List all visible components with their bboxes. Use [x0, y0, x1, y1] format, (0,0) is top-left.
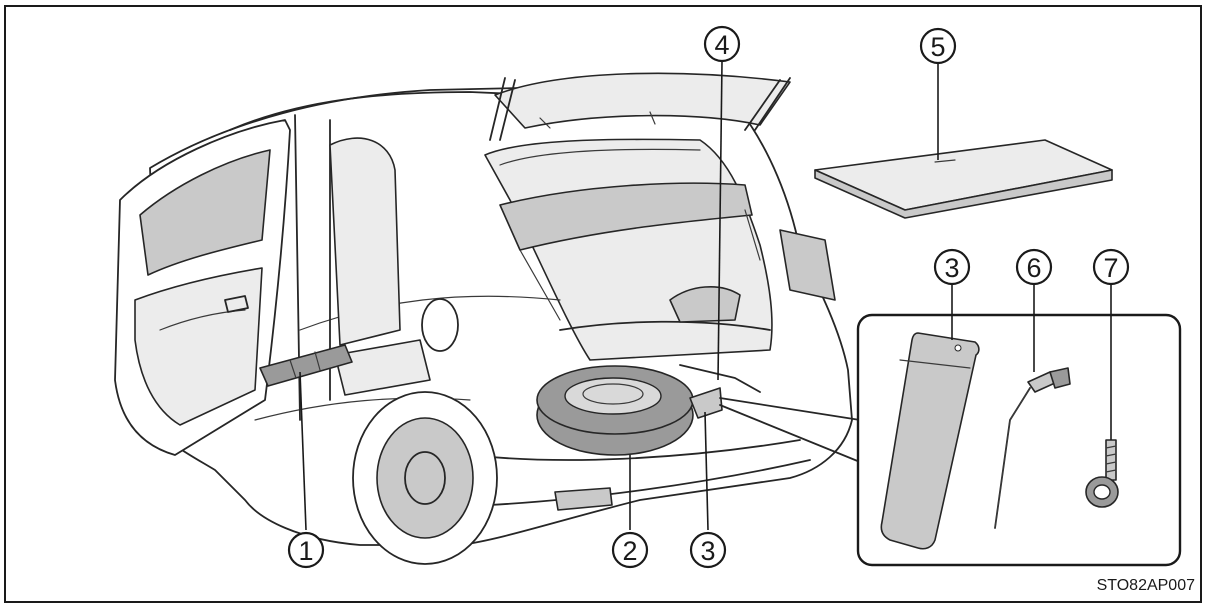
callout-label: 5 [930, 32, 945, 62]
leader-4 [717, 61, 723, 381]
callout-label: 7 [1103, 253, 1118, 283]
callout-7: 7 [1092, 248, 1130, 286]
callout-label: 2 [622, 536, 637, 566]
callout-label: 3 [944, 253, 959, 283]
reference-code: STO82AP007 [1097, 577, 1196, 594]
callout-1: 1 [287, 531, 325, 569]
callout-6: 6 [1015, 248, 1053, 286]
zoom-line-top [719, 397, 861, 421]
towing-eyelet [1085, 439, 1119, 508]
leader-3a [704, 411, 709, 531]
jack-handle [679, 364, 761, 393]
tool-bag [880, 332, 980, 550]
callout-3-detail: 3 [933, 248, 971, 286]
callout-label: 3 [700, 536, 715, 566]
callout-label: 1 [298, 536, 313, 566]
callout-2: 2 [611, 531, 649, 569]
tool-bag-small [689, 387, 723, 419]
callout-5: 5 [919, 27, 957, 65]
callout-label: 4 [714, 30, 729, 60]
callout-label: 6 [1026, 253, 1041, 283]
zoom-line-bottom [719, 404, 861, 463]
callout-3-car: 3 [689, 531, 727, 569]
callout-4: 4 [703, 25, 741, 63]
leader-1 [299, 371, 307, 531]
deck-board [814, 139, 1113, 219]
spare-tire [536, 365, 694, 456]
wheel-nut-wrench [994, 367, 1071, 529]
